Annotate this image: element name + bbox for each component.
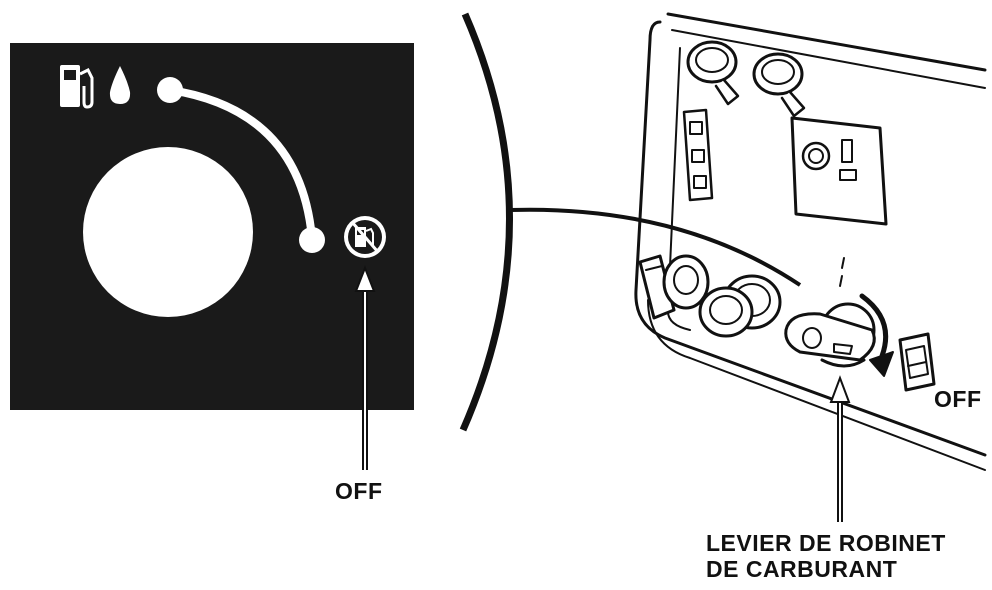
off-pointer-arrow	[354, 265, 376, 470]
leader-line	[509, 207, 802, 287]
valve-travel-arc	[166, 86, 316, 242]
valve-knob-disc	[83, 147, 253, 317]
on-position-dot	[157, 77, 183, 103]
fuel-on-icon	[60, 65, 131, 109]
fuel-valve-closeup-panel	[10, 43, 414, 470]
fuel-off-icon	[344, 216, 386, 258]
off-label-generator: OFF	[934, 386, 982, 412]
eco-throttle-knob	[698, 286, 754, 338]
rotation-arrow-head	[869, 351, 894, 377]
off-label-panel: OFF	[335, 478, 383, 504]
dc-outlet-cap-right	[752, 52, 806, 118]
circuit-breaker-box	[790, 116, 888, 226]
choke-lever	[638, 254, 710, 320]
off-position-dot	[299, 227, 325, 253]
fuel-valve-lever-label-line2: DE CARBURANT	[706, 556, 898, 582]
off-switch	[898, 332, 936, 392]
generator-control-panel	[634, 12, 987, 471]
lever-pointer-arrow	[829, 375, 851, 522]
indicator-lamp-strip	[682, 108, 714, 202]
magnifier-curve	[459, 12, 513, 432]
fuel-valve-lever	[784, 302, 876, 368]
dc-outlet-cap-left	[686, 40, 740, 106]
fuel-valve-lever-label-line1: LEVIER DE ROBINET	[706, 530, 946, 556]
